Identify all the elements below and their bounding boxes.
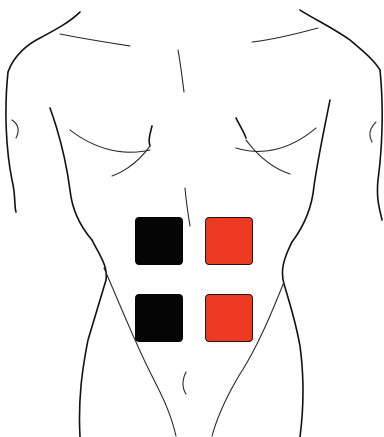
neck-right-line [300,10,380,70]
left-arm-outer [6,72,16,212]
electrode-pad-upper-right [205,217,253,265]
chest-right [236,128,316,151]
left-armpit [50,108,92,240]
trapezius-right [252,28,318,42]
pec-right-under [236,118,246,138]
electrode-pad-upper-left [135,217,183,265]
trapezius-left [60,34,130,46]
waist-right [282,242,303,437]
right-arm-detail [370,122,376,142]
electrode-pad-lower-left [135,294,183,342]
right-arm-outer [377,70,382,220]
neck-left-line [8,12,80,72]
pec-left-under [149,126,152,146]
sternum-line [178,50,184,92]
rib-left [112,146,150,176]
right-armpit [292,100,330,242]
linea-alba [185,188,190,226]
rib-right [246,140,290,174]
electrode-pad-lower-right [205,294,253,342]
left-arm-detail [12,120,18,138]
waist-left [79,240,106,437]
chest-left [70,130,150,152]
navel [183,372,186,394]
